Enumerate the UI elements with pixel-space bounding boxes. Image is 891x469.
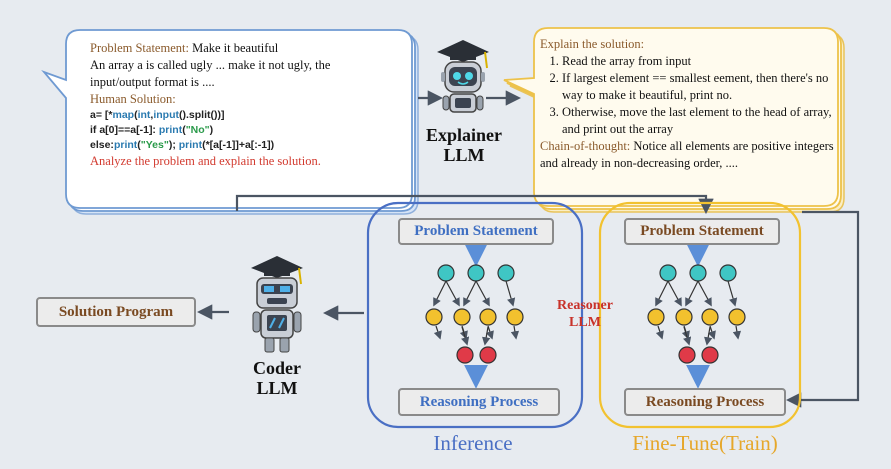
- explanation-step: Otherwise, move the last element to the …: [562, 104, 834, 138]
- code-token: ().split())]: [178, 109, 225, 121]
- inference-reasoning-tree: [425, 242, 524, 389]
- code-token: else:: [90, 139, 114, 151]
- explainer-robot-icon: [437, 40, 489, 113]
- code-token: print: [158, 124, 183, 136]
- reasoner-line1: Reasoner: [557, 298, 613, 313]
- reasoner-llm-label: Reasoner LLM: [550, 297, 620, 331]
- code-token: (: [134, 109, 138, 121]
- code-token: ,: [150, 109, 154, 121]
- code-token: print: [113, 139, 138, 151]
- code-token: input: [153, 109, 179, 121]
- inference-problem-statement-box: Problem Statement: [398, 218, 554, 245]
- code-line: a= [*map(int,input().split())]: [90, 108, 408, 123]
- solution-code: a= [*map(int,input().split())]if a[0]==a…: [90, 108, 408, 153]
- problem-statement-label: Problem Statement:: [90, 41, 189, 55]
- code-token: print: [178, 139, 203, 151]
- human-solution-label: Human Solution:: [90, 92, 176, 106]
- inference-frame: [366, 201, 584, 429]
- chain-of-thought: Chain-of-thought: Notice all elements ar…: [540, 138, 834, 172]
- explanation-bubble: [503, 27, 845, 213]
- finetune-reasoning-tree: [647, 242, 746, 389]
- code-token: "Yes": [140, 139, 169, 151]
- code-token: (: [137, 139, 141, 151]
- code-token: if a[0]==a[-1]:: [90, 124, 159, 136]
- coder-llm-label: Coder LLM: [240, 358, 314, 398]
- code-token: ): [209, 124, 214, 136]
- arrow-explanation-to-finetune: [785, 210, 860, 408]
- problem-line-3: input/output format is ....: [90, 75, 215, 89]
- coder-line1: Coder: [253, 358, 301, 378]
- explainer-line1: Explainer: [425, 125, 502, 145]
- explain-title: Explain the solution:: [540, 37, 645, 51]
- code-token: int: [137, 109, 151, 121]
- chain-of-thought-label: Chain-of-thought:: [540, 139, 631, 153]
- code-token: "No": [185, 124, 210, 136]
- problem-statement-text: Make it beautiful: [188, 41, 279, 55]
- problem-line-2: An array a is called ugly ... make it no…: [90, 58, 331, 72]
- code-line: if a[0]==a[-1]: print("No"): [90, 123, 408, 138]
- code-line: else:print("Yes"); print(*[a[-1]]+a[:-1]…: [90, 138, 408, 153]
- solution-program-box: Solution Program: [36, 297, 196, 327]
- problem-bubble-text: Problem Statement: Make it beautiful An …: [90, 40, 408, 170]
- explanation-steps: Read the array from input If largest ele…: [540, 53, 834, 138]
- analyze-instruction: Analyze the problem and explain the solu…: [90, 154, 321, 168]
- chain-of-thought-text: Notice all elements are positive integer…: [540, 139, 834, 170]
- inference-caption: Inference: [433, 431, 513, 455]
- inference-reasoning-process-box: Reasoning Process: [398, 388, 560, 416]
- explanation-step: Read the array from input: [562, 53, 834, 70]
- explainer-llm-label: Explainer LLM: [418, 125, 510, 165]
- finetune-caption: Fine-Tune(Train): [632, 431, 778, 455]
- code-token: );: [168, 139, 179, 151]
- reasoner-line2: LLM: [569, 315, 601, 330]
- coder-line2: LLM: [256, 378, 298, 398]
- code-token: a= [*: [90, 109, 113, 121]
- finetune-problem-statement-box: Problem Statement: [624, 218, 780, 245]
- code-token: (: [182, 124, 186, 136]
- explainer-line2: LLM: [443, 145, 485, 165]
- code-token: (*[a[-1]]+a[:-1]): [202, 139, 275, 151]
- explanation-step: If largest element == smallest eement, t…: [562, 70, 834, 104]
- code-token: map: [112, 109, 135, 121]
- problem-bubble: [41, 29, 419, 215]
- coder-robot-icon: [251, 256, 303, 353]
- explanation-bubble-text: Explain the solution: Read the array fro…: [540, 36, 834, 172]
- finetune-reasoning-process-box: Reasoning Process: [624, 388, 786, 416]
- problem-statement-line: Problem Statement: Make it beautiful: [90, 40, 408, 57]
- finetune-frame: [598, 201, 802, 429]
